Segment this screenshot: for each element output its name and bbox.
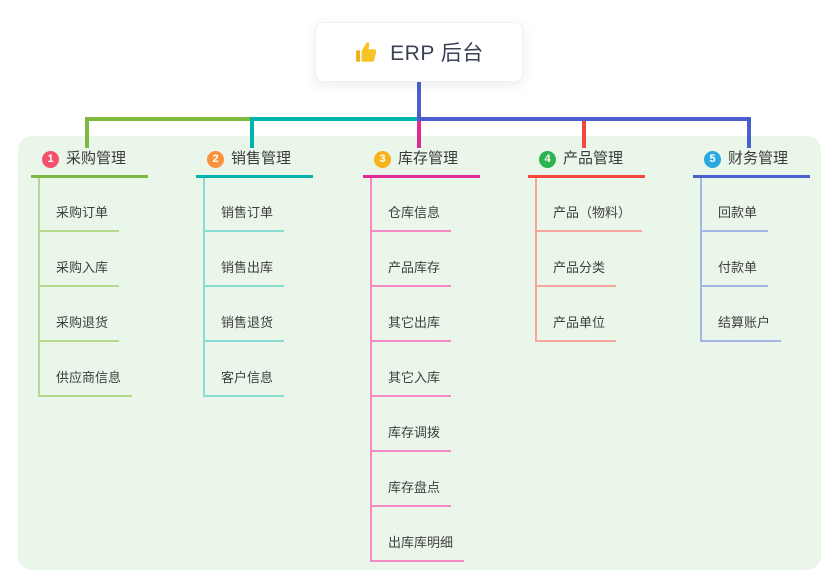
branch-drop-line bbox=[582, 121, 586, 148]
child-node[interactable]: 产品库存 bbox=[370, 259, 452, 287]
child-node[interactable]: 产品单位 bbox=[535, 314, 617, 342]
root-node-erp[interactable]: ERP 后台 bbox=[315, 22, 523, 82]
branch-label: 产品管理 bbox=[563, 150, 624, 167]
root-connector-line bbox=[417, 82, 421, 121]
branch-drop-line bbox=[250, 121, 254, 148]
branch-number-badge: 1 bbox=[42, 150, 59, 168]
bus-segment-line bbox=[250, 117, 421, 121]
branch-trunk-line bbox=[203, 177, 205, 397]
branch-node-1[interactable]: 1 采购管理 bbox=[31, 148, 149, 178]
child-node[interactable]: 回款单 bbox=[700, 204, 769, 232]
root-node-label: ERP 后台 bbox=[390, 42, 484, 65]
child-node[interactable]: 付款单 bbox=[700, 259, 769, 287]
branch-node-2[interactable]: 2 销售管理 bbox=[196, 148, 314, 178]
child-node[interactable]: 供应商信息 bbox=[38, 369, 133, 397]
branch-trunk-line bbox=[38, 177, 40, 397]
child-node[interactable]: 销售出库 bbox=[203, 259, 285, 287]
child-node[interactable]: 采购订单 bbox=[38, 204, 120, 232]
bus-segment-line bbox=[417, 117, 751, 121]
branch-label: 采购管理 bbox=[66, 150, 127, 167]
branch-number-badge: 5 bbox=[704, 150, 721, 168]
child-node[interactable]: 其它出库 bbox=[370, 314, 452, 342]
branch-node-4[interactable]: 4 产品管理 bbox=[528, 148, 646, 178]
child-node[interactable]: 产品（物料） bbox=[535, 204, 643, 232]
child-node[interactable]: 销售退货 bbox=[203, 314, 285, 342]
branch-label: 库存管理 bbox=[398, 150, 459, 167]
child-node[interactable]: 采购退货 bbox=[38, 314, 120, 342]
branch-number-badge: 4 bbox=[539, 150, 556, 168]
mindmap-panel bbox=[18, 136, 821, 570]
child-node[interactable]: 仓库信息 bbox=[370, 204, 452, 232]
branch-node-5[interactable]: 5 财务管理 bbox=[693, 148, 811, 178]
branch-trunk-line bbox=[370, 177, 372, 562]
branch-trunk-line bbox=[535, 177, 537, 342]
thumbs-up-icon bbox=[354, 39, 380, 65]
branch-label: 财务管理 bbox=[728, 150, 789, 167]
child-node[interactable]: 出库库明细 bbox=[370, 534, 465, 562]
branch-number-badge: 2 bbox=[207, 150, 224, 168]
branch-number-badge: 3 bbox=[374, 150, 391, 168]
child-node[interactable]: 其它入库 bbox=[370, 369, 452, 397]
branch-drop-line bbox=[85, 121, 89, 148]
bus-segment-line bbox=[85, 117, 254, 121]
child-node[interactable]: 库存盘点 bbox=[370, 479, 452, 507]
branch-drop-line bbox=[417, 121, 421, 148]
child-node[interactable]: 产品分类 bbox=[535, 259, 617, 287]
child-node[interactable]: 销售订单 bbox=[203, 204, 285, 232]
branch-trunk-line bbox=[700, 177, 702, 342]
branch-node-3[interactable]: 3 库存管理 bbox=[363, 148, 481, 178]
child-node[interactable]: 库存调拨 bbox=[370, 424, 452, 452]
child-node[interactable]: 结算账户 bbox=[700, 314, 782, 342]
branch-drop-line bbox=[747, 121, 751, 148]
child-node[interactable]: 客户信息 bbox=[203, 369, 285, 397]
branch-label: 销售管理 bbox=[231, 150, 292, 167]
child-node[interactable]: 采购入库 bbox=[38, 259, 120, 287]
